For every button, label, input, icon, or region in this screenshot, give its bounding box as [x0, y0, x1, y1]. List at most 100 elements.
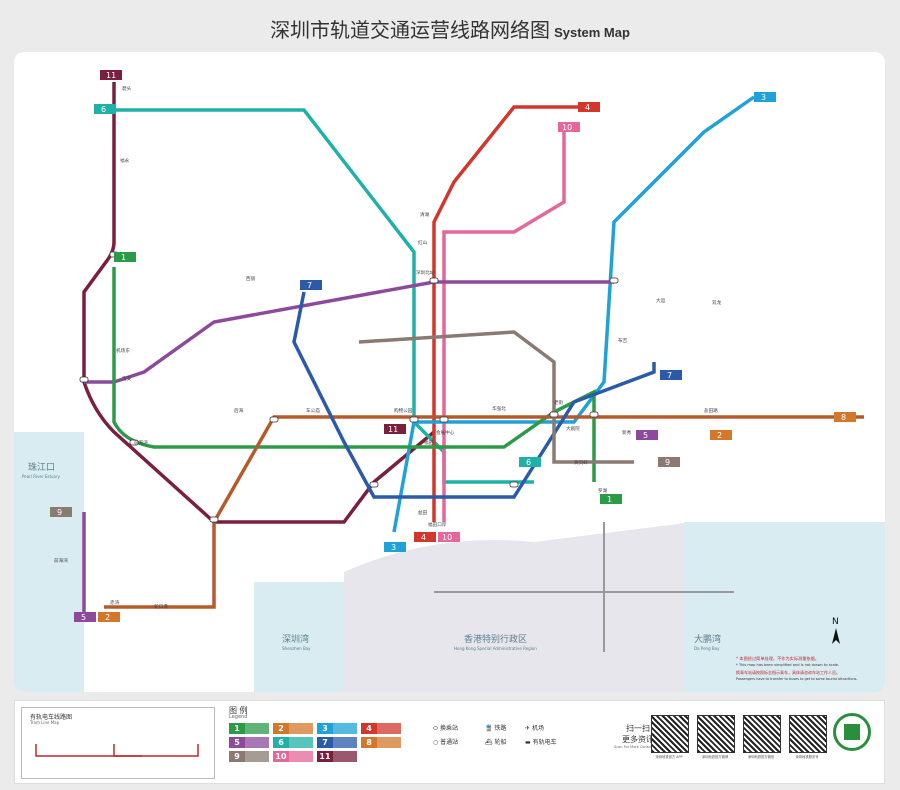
scan-en: Scan For More Consultation [613, 745, 663, 749]
tram-map-svg [35, 744, 199, 757]
legend-line-4: 4 [361, 723, 401, 734]
station-label: 碧头 [122, 85, 132, 92]
title-en: System Map [554, 25, 630, 40]
station-label: 大剧院 [566, 425, 580, 432]
station-label: 机场东 [116, 347, 130, 354]
tag-3b: 3 [391, 543, 396, 552]
note-2: * This map has been simplified and is no… [736, 663, 839, 667]
qr-wechat[interactable] [743, 715, 781, 753]
line-7 [292, 291, 656, 499]
legend-railway: 🚆 铁路 [485, 725, 507, 732]
legend-panel: 有轨电车线路图 Tram Line Map 图 例 Legend 1 2 3 4… [14, 700, 885, 784]
tag-6b: 6 [526, 458, 531, 467]
station-label: 蛇口港 [154, 603, 168, 610]
station-label: 老街 [554, 399, 564, 406]
legend-interchange: ⬭ 换乘站 [433, 725, 459, 732]
tag-1: 1 [121, 253, 126, 262]
legend-line-2: 2 [273, 723, 313, 734]
metro-map[interactable]: 珠江口 Pearl River Estuary 深圳湾 Shenzhen Bay… [14, 52, 885, 692]
line-4 [432, 105, 594, 522]
tag-7b: 7 [667, 371, 672, 380]
tag-3: 3 [761, 93, 766, 102]
hk-area [344, 522, 694, 692]
station-label: 盐田路 [704, 407, 718, 414]
note-4: Passengers have to transfer to buses to … [736, 677, 857, 681]
sea-en-shenzhen: Shenzhen Bay [282, 646, 311, 651]
line-1 [112, 267, 596, 482]
station-label: 福永 [120, 157, 130, 164]
legend-line-8: 8 [361, 737, 401, 748]
map-canvas: 珠江口 Pearl River Estuary 深圳湾 Shenzhen Bay… [14, 70, 885, 692]
qr-app[interactable] [651, 715, 689, 753]
tag-2: 2 [105, 613, 110, 622]
station-label: 车公庙 [306, 407, 320, 414]
tag-4: 4 [585, 103, 590, 112]
legend-title-en: Legend [229, 714, 248, 720]
station-label: 西丽 [246, 276, 256, 282]
legend-normal: ○ 普通站 [433, 739, 459, 746]
tag-11b: 11 [388, 425, 398, 434]
tag-6: 6 [101, 105, 106, 114]
sea-en-hk: Hong Kong Special Administrative Region [454, 646, 537, 651]
station-label: 大运 [656, 297, 666, 304]
legend-title: 图 例 [229, 706, 248, 715]
station-label: 益田 [418, 509, 428, 516]
line-6 [114, 108, 534, 484]
sea-dapeng-bay [684, 522, 885, 692]
north-arrow: N [832, 617, 840, 644]
tag-9: 9 [57, 508, 62, 517]
legend-line-9: 9 [229, 751, 269, 762]
qr-caption: 深圳地铁服务号 [795, 755, 819, 759]
station-label: 双龙 [712, 299, 722, 306]
scan-title: 扫一扫 [626, 724, 650, 733]
tag-8: 8 [841, 413, 846, 422]
legend-line-1: 1 [229, 723, 269, 734]
qr-service[interactable] [789, 715, 827, 753]
qr-caption: 深圳地铁官方 APP [655, 755, 683, 759]
station-label: 前海湾 [134, 439, 148, 446]
tag-9b: 9 [665, 458, 670, 467]
station-label: 黄贝岭 [574, 459, 588, 466]
line-9 [358, 330, 634, 464]
scan-sub: 更多资讯 [622, 735, 654, 744]
legend-tram: ▬ 有轨电车 [525, 739, 557, 746]
svg-text:N: N [832, 617, 839, 627]
line-10 [442, 132, 566, 522]
tram-title: 有轨电车线路图 [30, 714, 73, 721]
station-label: 福田口岸 [428, 521, 447, 528]
tag-5b: 5 [643, 431, 648, 440]
qr-weibo[interactable] [697, 715, 735, 753]
station-label: 购物公园 [394, 407, 413, 414]
legend-line-7: 7 [317, 737, 357, 748]
hk-rail [434, 522, 734, 652]
station-label: 清湖 [420, 211, 430, 218]
sea-pearl-river [14, 432, 84, 692]
sea-label-dapeng: 大鹏湾 [694, 633, 721, 645]
interchanges [79, 251, 619, 523]
station-label: 红山 [418, 239, 428, 246]
tag-7: 7 [307, 281, 312, 290]
metro-logo [833, 713, 871, 751]
station-label: 宝安 [122, 375, 132, 382]
station-label: 罗湖 [598, 487, 608, 494]
title-zh: 深圳市轨道交通运营线路网络图 [270, 18, 551, 42]
station-label: 新秀 [622, 429, 632, 436]
station-label: 华强北 [492, 405, 506, 412]
line-tags: 11 6 4 10 3 7 1 9 5 2 8 11 3 4 10 6 1 7 … [50, 70, 856, 622]
tag-4b: 4 [421, 533, 426, 542]
station-label: 福田 [424, 439, 434, 446]
note-1: * 本图经过简单处理，不作为实际测量依据。 [736, 655, 819, 662]
tag-11: 11 [106, 71, 116, 80]
legend-line-10: 10 [273, 751, 313, 762]
tag-10b: 10 [442, 533, 452, 542]
tram-map-box: 有轨电车线路图 Tram Line Map [21, 707, 215, 779]
logo-mark [844, 724, 860, 740]
legend-ferry: ⛴ 轮船 [485, 739, 507, 746]
line-2 [104, 415, 864, 609]
line-3 [392, 95, 756, 533]
station-label: 会展中心 [436, 429, 455, 436]
station-label: 赤湾 [110, 599, 120, 606]
line-11 [82, 82, 436, 524]
sea-label-hk: 香港特别行政区 [464, 633, 527, 645]
